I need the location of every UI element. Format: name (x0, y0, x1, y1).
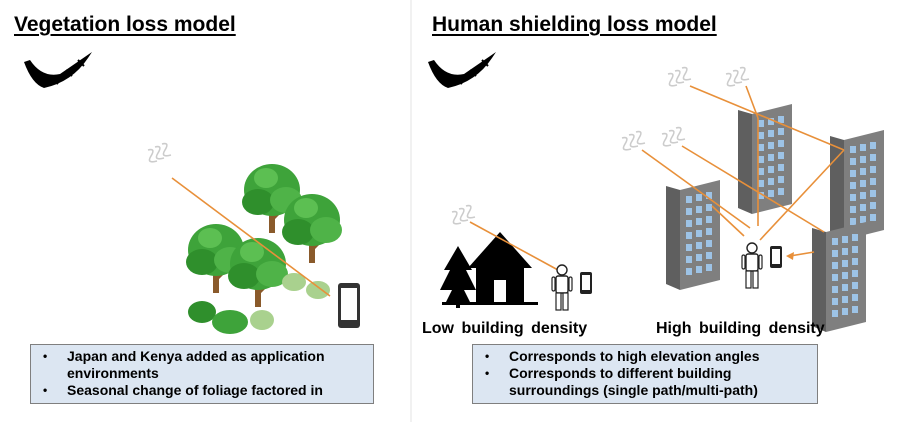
bullet-item: •Corresponds to different building surro… (485, 365, 758, 398)
high-density-label: High building density (656, 320, 825, 337)
satellite-icon (24, 52, 92, 88)
smartphone-icon (338, 283, 360, 328)
radio-wave-icon (621, 66, 750, 151)
bullet-text: Corresponds to high elevation angles (509, 348, 760, 364)
smartphone-icon (580, 272, 592, 294)
signal-rays (641, 85, 845, 260)
satellite-icon (428, 52, 496, 88)
low-density-label: Low building density (422, 320, 588, 337)
vegetation-notes-box: •Japan and Kenya added as application en… (30, 344, 374, 404)
building-icon (666, 104, 884, 332)
human-shielding-notes-box: •Corresponds to high elevation angles •C… (472, 344, 818, 404)
radio-wave-icon (147, 142, 172, 163)
signal-ray (171, 177, 331, 297)
person-icon (551, 264, 573, 311)
bullet-item: •Japan and Kenya added as application en… (43, 348, 325, 381)
bullet-item: •Seasonal change of foliage factored in (43, 382, 323, 398)
person-icon (741, 242, 763, 289)
radio-wave-icon (451, 204, 476, 225)
pine-tree-icon (440, 246, 476, 308)
house-icon (442, 232, 538, 305)
smartphone-icon (770, 246, 782, 268)
human-shielding-model-title: Human shielding loss model (432, 13, 717, 36)
bullet-text: Japan and Kenya added as application env… (67, 348, 325, 381)
bullet-text: Seasonal change of foliage factored in (67, 382, 323, 398)
tree-icon (184, 162, 344, 334)
bullet-item: •Corresponds to high elevation angles (485, 348, 760, 364)
vegetation-model-title: Vegetation loss model (14, 13, 236, 36)
bullet-text: Corresponds to different building surrou… (509, 365, 758, 398)
